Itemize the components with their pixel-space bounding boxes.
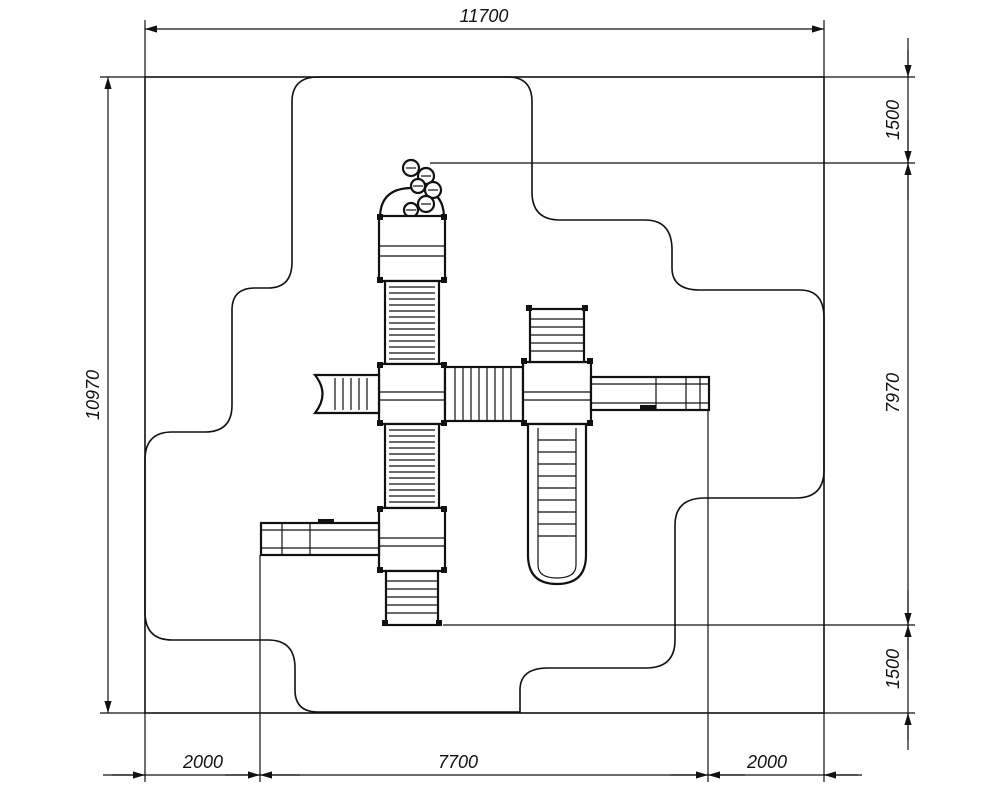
tower-platform-middle (377, 362, 447, 426)
right-side-slide (589, 375, 711, 412)
dim-left-offset: 2000 (182, 752, 223, 772)
dim-overall-width: 11700 (460, 6, 509, 26)
left-climber (312, 373, 381, 415)
dim-middle-width: 7700 (438, 752, 478, 772)
tunnel-upper (383, 279, 441, 366)
activity-panel (378, 158, 446, 220)
tower-platform-top (377, 214, 447, 283)
tunnel-lower (383, 422, 441, 510)
dim-bottom-offset: 1500 (883, 649, 903, 689)
tower-platform-bottom (377, 506, 447, 573)
bridge (443, 365, 525, 423)
safety-zone-outline (144, 76, 825, 713)
bottom-ladder (382, 569, 442, 627)
right-tower-platform (521, 358, 593, 426)
dim-middle-height: 7970 (883, 373, 903, 413)
dim-right-offset: 2000 (746, 752, 787, 772)
dim-top-offset: 1500 (883, 100, 903, 140)
left-slide (259, 519, 381, 557)
dim-overall-height: 10970 (83, 370, 103, 420)
playground-equipment (259, 158, 711, 627)
right-top-ladder (526, 305, 588, 364)
right-long-slide (526, 422, 588, 586)
